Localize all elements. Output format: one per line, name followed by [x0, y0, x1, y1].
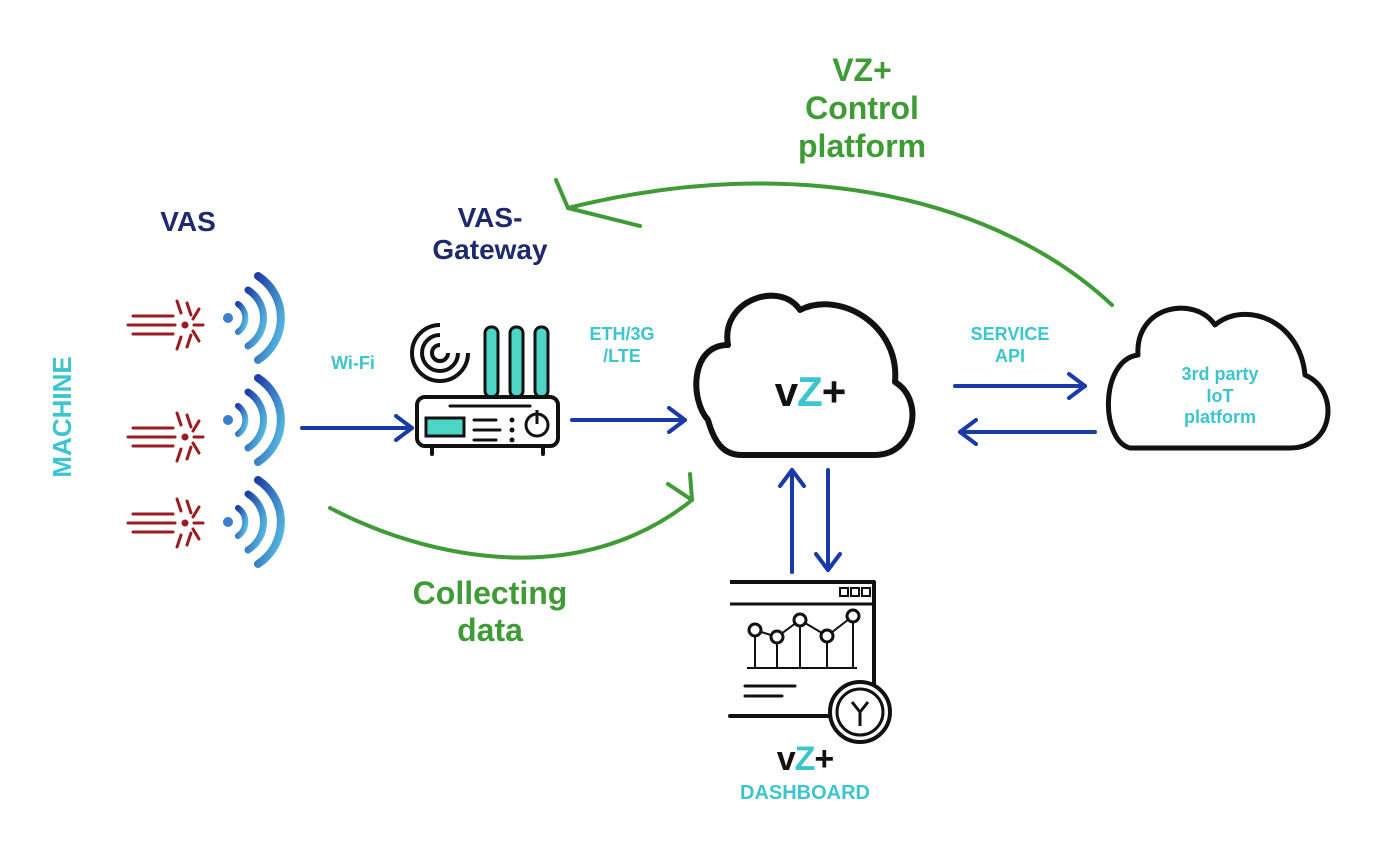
router-icon — [410, 323, 560, 456]
vas-label: VAS — [160, 206, 216, 237]
dash-logo-plus: + — [814, 740, 834, 778]
control-line1: VZ+ — [832, 52, 892, 88]
vas-gateway-label: VAS- Gateway — [400, 202, 580, 266]
eth-line2: /LTE — [603, 345, 641, 366]
vas-gateway-line1: VAS- — [457, 202, 523, 233]
cloud-icon — [693, 292, 916, 458]
service-api-label: SERVICE API — [955, 324, 1065, 367]
eth-arrow — [570, 406, 687, 434]
dashboard-logo: vZ+ — [760, 740, 850, 779]
collecting-line2: data — [457, 611, 523, 648]
machine-burst-icon — [126, 299, 205, 549]
wifi-label: Wi-Fi — [331, 353, 375, 373]
collecting-data-arrow — [328, 472, 694, 560]
third-party-label: 3rd party IoT platform — [1160, 364, 1280, 429]
third-line3: platform — [1184, 407, 1256, 428]
cloud-logo: vZ+ — [740, 368, 880, 416]
collecting-data-label: Collecting data — [390, 575, 590, 649]
cloud-logo-v: v — [774, 368, 798, 415]
control-line3: platform — [798, 127, 926, 164]
clock-icon — [828, 680, 892, 744]
third-line1: 3rd party — [1181, 364, 1259, 384]
collecting-line1: Collecting — [412, 575, 568, 611]
vas-sensor-wave-icon — [223, 272, 285, 568]
service-line1: SERVICE — [970, 324, 1050, 344]
dashboard-arrows — [778, 468, 842, 574]
dashboard-window-icon — [728, 580, 876, 718]
wifi-arrow — [300, 414, 414, 442]
eth-label: ETH/3G /LTE — [572, 324, 672, 367]
control-platform-label: VZ+ Control platform — [762, 52, 962, 165]
control-line2: Control — [805, 89, 919, 126]
service-line2: API — [994, 345, 1025, 366]
dash-logo-v: v — [776, 740, 796, 778]
vas-gateway-line2: Gateway — [432, 234, 548, 266]
dash-logo-z: Z — [794, 740, 816, 778]
third-line2: IoT — [1206, 385, 1234, 406]
control-platform-arrow — [554, 178, 1114, 307]
machine-label: MACHINE — [47, 356, 78, 478]
third-party-cloud-icon — [1105, 305, 1331, 451]
service-api-arrows — [953, 372, 1097, 446]
cloud-logo-plus: + — [821, 368, 847, 415]
dashboard-label: DASHBOARD — [740, 782, 870, 804]
cloud-logo-z: Z — [797, 368, 823, 415]
eth-line1: ETH/3G — [589, 324, 655, 344]
